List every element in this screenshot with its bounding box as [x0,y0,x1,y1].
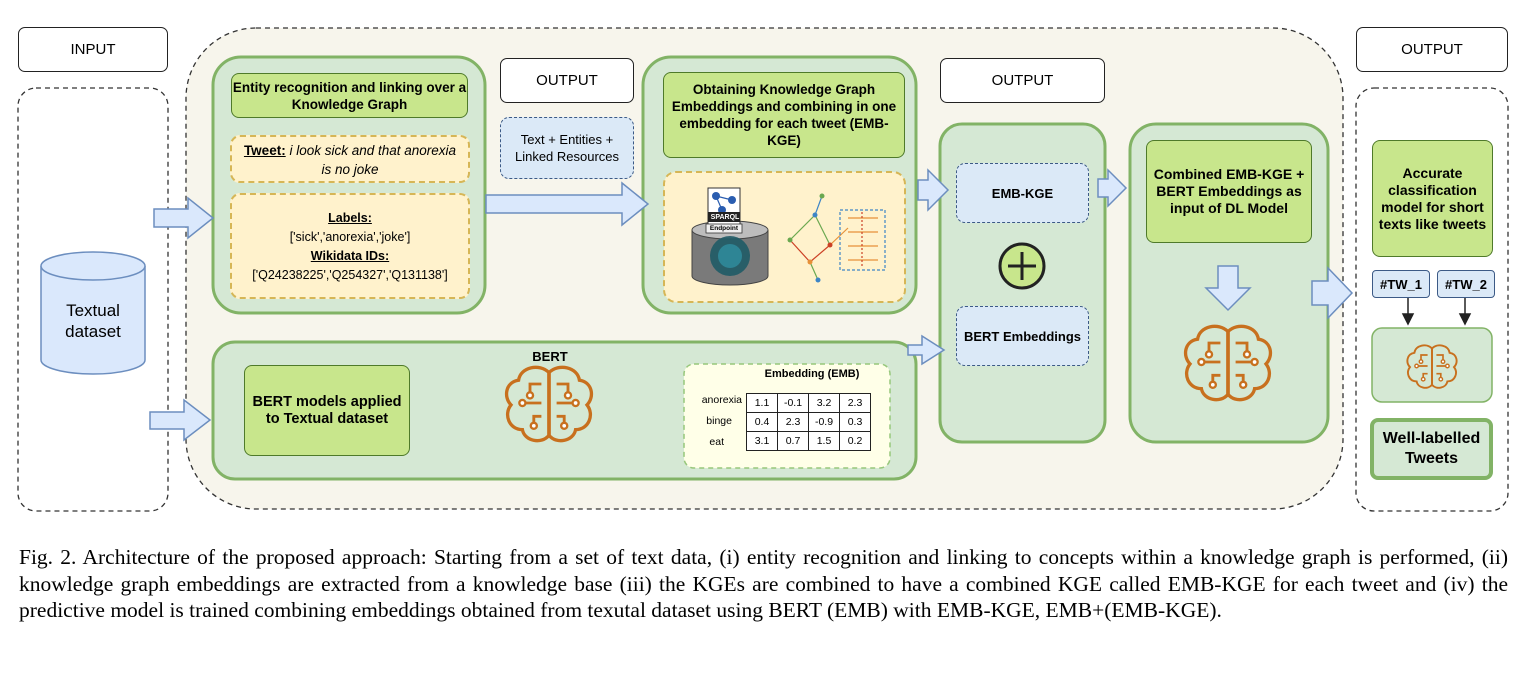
figure-caption: Fig. 2. Architecture of the proposed app… [19,545,1508,622]
well-labelled-box: Well-labelled Tweets [1370,418,1493,480]
endpoint-label: Endpoint [709,225,739,232]
sparql-label: SPARQL [710,214,740,221]
arrow-dl-to-output [1311,266,1354,320]
table-row: 3.1 0.7 1.5 0.2 [746,431,871,451]
output-label-combine: OUTPUT [940,58,1105,103]
classifier-box: Accurate classification model for short … [1372,140,1493,257]
table-row: 0.4 2.3 -0.9 0.3 [746,412,871,432]
entity-linking-title: Entity recognition and linking over a Kn… [231,73,468,118]
table-cell: 1.1 [746,393,778,413]
bert-title: BERT [532,349,568,364]
table-cell: 2.3 [777,412,809,432]
sparql-endpoint-icon [691,187,769,286]
table-row: 1.1 -0.1 3.2 2.3 [746,393,871,413]
output-label-linking: OUTPUT [500,58,634,103]
arrow-combine-to-dl [1097,168,1128,208]
labels-title: Labels: [328,211,372,225]
arrow-input-to-bert [149,398,212,442]
bert-embeddings-box: BERT Embeddings [956,306,1089,366]
row-label: eat [709,436,724,448]
row-label: anorexia [701,394,742,406]
database-icon [40,251,146,375]
table-cell: 3.1 [746,431,778,451]
bert-models-box: BERT models applied to Textual dataset [244,365,410,456]
output-label-final: OUTPUT [1356,27,1508,72]
linked-resources-output: Text + Entities + Linked Resources [500,117,634,179]
arrow-bert-to-combine [907,334,946,366]
table-cell: 2.3 [839,393,871,413]
labels-box: Labels: ['sick','anorexia','joke'] Wikid… [230,193,470,299]
tweet-label: Tweet: [243,143,286,158]
table-cell: -0.1 [777,393,809,413]
dl-model-box: Combined EMB-KGE + BERT Embeddings as in… [1146,140,1312,243]
embedding-table-title: Embedding (EMB) [764,368,860,380]
table-cell: -0.9 [808,412,840,432]
knowledge-graph-icon [787,193,886,283]
classifier-brain-icon [1406,344,1458,389]
textual-dataset-label: Textual dataset [65,301,121,341]
table-cell: 0.3 [839,412,871,432]
table-cell: 1.5 [808,431,840,451]
arrow-dl-internal-down [1204,265,1252,312]
arrow-input-to-linking [153,196,215,240]
bert-brain-icon [504,365,594,443]
wikidata-title: Wikidata IDs: [310,249,390,263]
row-label: binge [706,415,732,427]
tweet-box: Tweet: i look sick and that anorexia is … [230,135,470,183]
wikidata-value: ['Q24238225','Q254327','Q131138'] [252,268,448,282]
input-label: INPUT [18,27,168,72]
kge-title: Obtaining Knowledge Graph Embeddings and… [663,72,905,158]
arrow-linking-to-kge [485,181,650,227]
labels-value: ['sick','anorexia','joke'] [289,230,411,244]
tag-tw2: #TW_2 [1437,270,1495,298]
table-cell: 0.2 [839,431,871,451]
tag-tw1: #TW_1 [1372,270,1430,298]
tweet-text: i look sick and that anorexia is no joke [285,143,457,177]
emb-kge-box: EMB-KGE [956,163,1089,223]
dl-model-brain-icon [1183,324,1273,402]
table-cell: 0.7 [777,431,809,451]
arrow-kge-to-combine [917,168,950,212]
table-cell: 3.2 [808,393,840,413]
table-cell: 0.4 [746,412,778,432]
